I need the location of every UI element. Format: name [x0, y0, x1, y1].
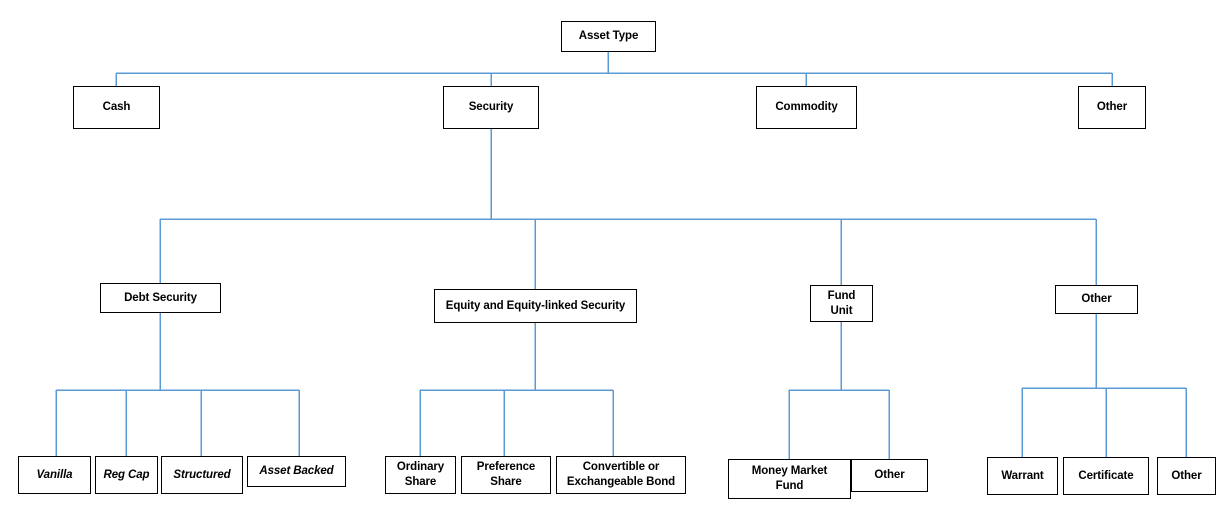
node-preference-share[interactable]: Preference Share — [461, 456, 551, 494]
node-reg-cap[interactable]: Reg Cap — [95, 456, 158, 494]
node-label-debt-security: Debt Security — [124, 291, 197, 304]
node-label-money-market-fund: Money Market Fund — [751, 465, 828, 492]
node-label-convertible-bond: Convertible or Exchangeable Bond — [566, 461, 676, 488]
node-other-security[interactable]: Other — [1055, 285, 1138, 314]
node-label-preference-share: Preference Share — [476, 461, 536, 488]
node-warrant[interactable]: Warrant — [987, 457, 1058, 495]
node-vanilla[interactable]: Vanilla — [18, 456, 91, 494]
node-cash[interactable]: Cash — [73, 86, 160, 129]
node-other-fund[interactable]: Other — [851, 459, 928, 492]
node-commodity[interactable]: Commodity — [756, 86, 857, 129]
node-label-cash: Cash — [102, 101, 131, 114]
node-label-asset-type: Asset Type — [578, 30, 639, 43]
node-ordinary-share[interactable]: Ordinary Share — [385, 456, 456, 494]
node-label-other-fund: Other — [874, 469, 905, 482]
node-label-fund-unit: Fund Unit — [827, 289, 856, 317]
node-money-market-fund[interactable]: Money Market Fund — [728, 459, 851, 499]
node-convertible-bond[interactable]: Convertible or Exchangeable Bond — [556, 456, 686, 494]
node-asset-type[interactable]: Asset Type — [561, 21, 656, 52]
node-debt-security[interactable]: Debt Security — [100, 283, 221, 313]
node-label-other-leaf: Other — [1171, 469, 1202, 482]
node-label-reg-cap: Reg Cap — [103, 468, 150, 481]
node-fund-unit[interactable]: Fund Unit — [810, 285, 873, 322]
node-label-asset-backed: Asset Backed — [259, 465, 334, 478]
node-label-security: Security — [468, 101, 514, 114]
node-other-leaf[interactable]: Other — [1157, 457, 1216, 495]
node-other-top[interactable]: Other — [1078, 86, 1146, 129]
node-label-certificate: Certificate — [1078, 469, 1134, 482]
node-label-vanilla: Vanilla — [36, 468, 73, 481]
node-label-warrant: Warrant — [1001, 469, 1044, 482]
node-security[interactable]: Security — [443, 86, 539, 129]
node-structured[interactable]: Structured — [161, 456, 243, 494]
node-label-commodity: Commodity — [775, 101, 838, 114]
node-label-structured: Structured — [173, 468, 231, 481]
node-asset-backed[interactable]: Asset Backed — [247, 456, 346, 487]
node-label-ordinary-share: Ordinary Share — [396, 461, 445, 488]
node-certificate[interactable]: Certificate — [1063, 457, 1149, 495]
node-label-other-top: Other — [1096, 101, 1128, 114]
node-label-equity-security: Equity and Equity-linked Security — [445, 299, 626, 312]
node-equity-security[interactable]: Equity and Equity-linked Security — [434, 289, 637, 323]
node-label-other-security: Other — [1081, 293, 1112, 306]
